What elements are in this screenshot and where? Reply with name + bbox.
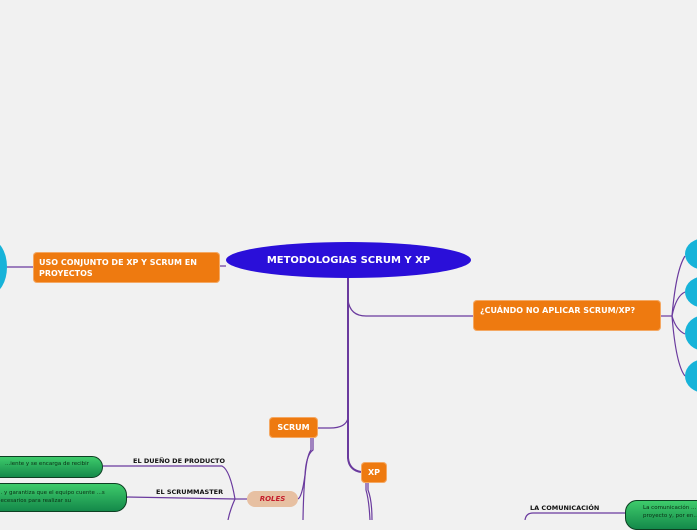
role-note-dueno-producto-text: ...iente y se encarga de recibir	[5, 461, 89, 467]
branch-xp-label: XP	[367, 468, 381, 477]
connector-roles-dueno	[103, 465, 236, 500]
branch-scrum[interactable]: SCRUM	[269, 417, 318, 438]
branch-cuando-no-aplicar-label: ¿CUÁNDO NO APLICAR SCRUM/XP?	[480, 306, 636, 315]
branch-scrum-label: SCRUM	[277, 423, 310, 432]
connector-xp-down1	[367, 483, 373, 520]
cyan-node-right-2[interactable]	[685, 276, 697, 308]
cyan-node-right-1[interactable]	[685, 238, 697, 270]
connector-cuando-r1	[671, 255, 686, 317]
branch-xp[interactable]: XP	[361, 462, 387, 483]
cyan-node-left[interactable]	[0, 240, 7, 294]
cyan-node-right-4[interactable]	[685, 359, 697, 393]
branch-uso-conjunto[interactable]: USO CONJUNTO DE XP Y SCRUM EN PROYECTOS	[33, 252, 220, 283]
connector-scrum-down	[302, 438, 312, 520]
subtopic-roles[interactable]: ROLES	[247, 491, 298, 507]
role-note-dueno-producto[interactable]: ...iente y se encarga de recibir	[0, 456, 103, 478]
connector-roles-down	[227, 498, 236, 520]
connector-cuando-r2	[671, 291, 686, 317]
role-label-dueno-producto[interactable]: EL DUEÑO DE PRODUCTO	[133, 457, 225, 465]
role-label-scrummaster[interactable]: EL SCRUMMASTER	[156, 488, 224, 496]
connector-roles-scrummaster	[126, 496, 236, 500]
xp-label-comunicacion[interactable]: LA COMUNICACIÓN	[530, 504, 600, 512]
central-topic-label: METODOLOGIAS SCRUM Y XP	[266, 254, 431, 266]
connector-central-cuando	[347, 299, 473, 317]
cyan-node-right-3[interactable]	[685, 315, 697, 351]
role-note-scrummaster[interactable]: ... y garantiza que el equipo cuente ...…	[0, 483, 127, 512]
branch-cuando-no-aplicar[interactable]: ¿CUÁNDO NO APLICAR SCRUM/XP?	[473, 300, 661, 331]
connector-xp-down2	[365, 483, 371, 520]
connector-cuando-r4	[671, 315, 686, 377]
central-topic[interactable]: METODOLOGIAS SCRUM Y XP	[226, 242, 471, 278]
connector-central-scrum	[318, 417, 349, 429]
role-note-scrummaster-text: ... y garantiza que el equipo cuente ...…	[0, 490, 105, 504]
xp-note-comunicacion-text: La comunicación ... proyecto y, por en..…	[643, 505, 697, 519]
branch-uso-conjunto-label: USO CONJUNTO DE XP Y SCRUM EN PROYECTOS	[39, 258, 197, 278]
subtopic-roles-label: ROLES	[259, 495, 286, 503]
xp-note-comunicacion[interactable]: La comunicación ... proyecto y, por en..…	[625, 500, 697, 530]
connector-central-xp	[347, 420, 362, 473]
connector-comunicacion	[524, 512, 625, 520]
